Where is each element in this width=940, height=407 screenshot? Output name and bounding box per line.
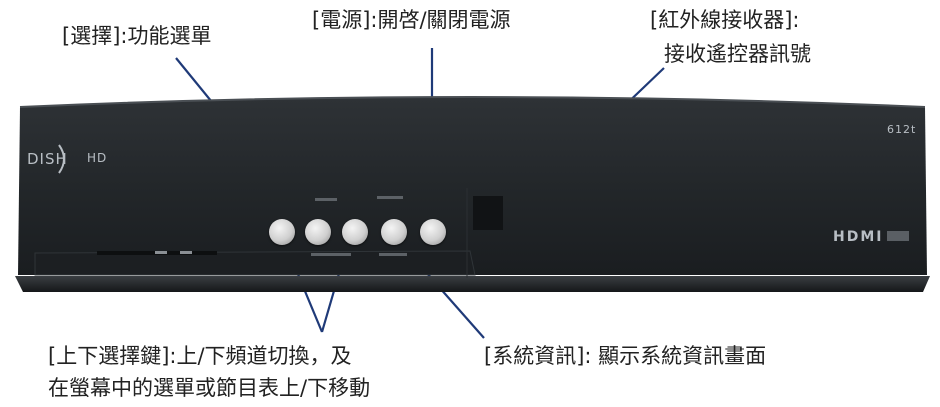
- down-button[interactable]: [342, 219, 368, 245]
- callout-select: [選擇]:功能選單: [62, 24, 212, 48]
- brand-logo-suffix: HD: [87, 151, 108, 165]
- up-button[interactable]: [269, 219, 295, 245]
- callout-power: [電源]:開啓/關閉電源: [312, 8, 511, 32]
- callout-up-down-line1: [上下選擇鍵]:上/下頻道切換，及: [48, 344, 352, 368]
- receiver-body: [15, 96, 930, 292]
- hdmi-logo: HDMI: [833, 229, 884, 245]
- model-number: 612t: [887, 123, 917, 136]
- brand-logo: DISH: [27, 150, 68, 168]
- receiver-front-panel: DISH HD 612t HDMI: [15, 93, 930, 293]
- callout-ir-receiver-line2: 接收遙控器訊號: [664, 42, 811, 66]
- callout-system-info: [系統資訊]: 顯示系統資訊畫面: [484, 344, 767, 368]
- callout-ir-receiver-line1: [紅外線接收器]:: [650, 8, 800, 32]
- power-button[interactable]: [420, 219, 446, 245]
- select-button[interactable]: [305, 219, 331, 245]
- callout-up-down-line2: 在螢幕中的選單或節目表上/下移動: [48, 376, 371, 400]
- system-info-button[interactable]: [381, 219, 407, 245]
